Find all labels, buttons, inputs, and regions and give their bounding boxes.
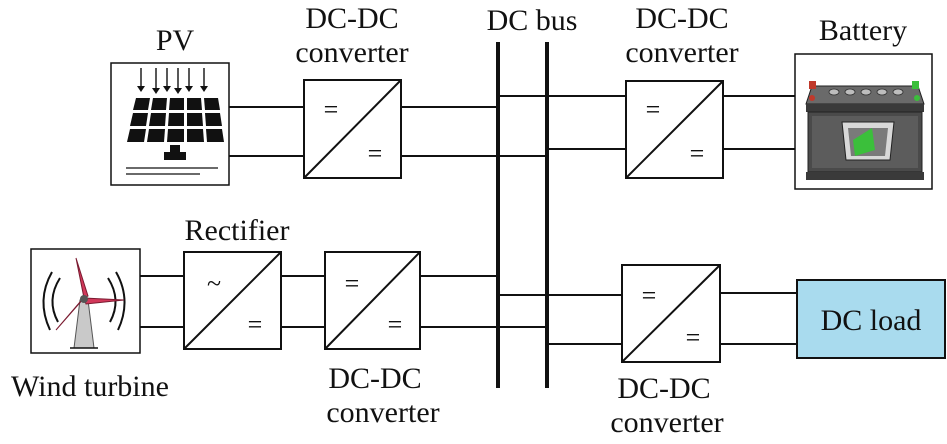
wind-bus-wires xyxy=(420,275,547,328)
svg-text:=: = xyxy=(686,323,701,352)
dcdc-converter-pv: = = xyxy=(303,79,402,179)
rectifier: ~ = xyxy=(183,251,282,350)
svg-text:=: = xyxy=(324,95,339,124)
pv-wires xyxy=(229,106,304,157)
dcdc-battery-label-line1: DC-DC xyxy=(635,2,728,35)
dcdc-converter-battery: = = xyxy=(625,80,724,179)
dcdc-battery-label-line2: converter xyxy=(625,36,738,69)
car-battery-icon xyxy=(794,53,933,190)
load-bus-wires xyxy=(498,294,622,345)
dcdc-converter-load: = = xyxy=(621,264,721,363)
battery-label: Battery xyxy=(819,14,907,47)
wind-turbine-icon xyxy=(30,248,141,354)
dcdc-wind-label-line2: converter xyxy=(326,396,439,429)
svg-text:=: = xyxy=(388,310,403,339)
svg-text:=: = xyxy=(690,139,705,168)
svg-text:=: = xyxy=(642,281,657,310)
dcdc-load-label-line2: converter xyxy=(610,406,723,439)
rectifier-converter-wires xyxy=(281,275,325,328)
rectifier-label: Rectifier xyxy=(185,214,290,247)
dc-bus-label: DC bus xyxy=(487,4,578,37)
svg-text:=: = xyxy=(248,310,263,339)
svg-text:=: = xyxy=(368,139,383,168)
dcdc-converter-wind: = = xyxy=(324,251,421,350)
wind-wires xyxy=(140,275,184,328)
battery-wires xyxy=(723,95,795,150)
dc-bus xyxy=(496,42,549,388)
svg-text:=: = xyxy=(345,269,360,298)
dcdc-pv-label-line1: DC-DC xyxy=(305,2,398,35)
pv-label: PV xyxy=(156,24,195,57)
wind-turbine-label: Wind turbine xyxy=(11,370,169,403)
pv-bus-wires xyxy=(401,106,547,157)
svg-text:=: = xyxy=(646,95,661,124)
ac-symbol: ~ xyxy=(207,269,221,298)
dc-load-label: DC load xyxy=(821,304,922,337)
battery-bus-wires xyxy=(498,95,626,150)
dc-load-box xyxy=(796,279,946,359)
dcdc-load-label-line1: DC-DC xyxy=(617,372,710,405)
dcdc-pv-label-line2: converter xyxy=(295,36,408,69)
load-wires xyxy=(720,292,797,345)
dcdc-wind-label-line1: DC-DC xyxy=(328,362,421,395)
solar-panel-icon xyxy=(110,62,230,186)
